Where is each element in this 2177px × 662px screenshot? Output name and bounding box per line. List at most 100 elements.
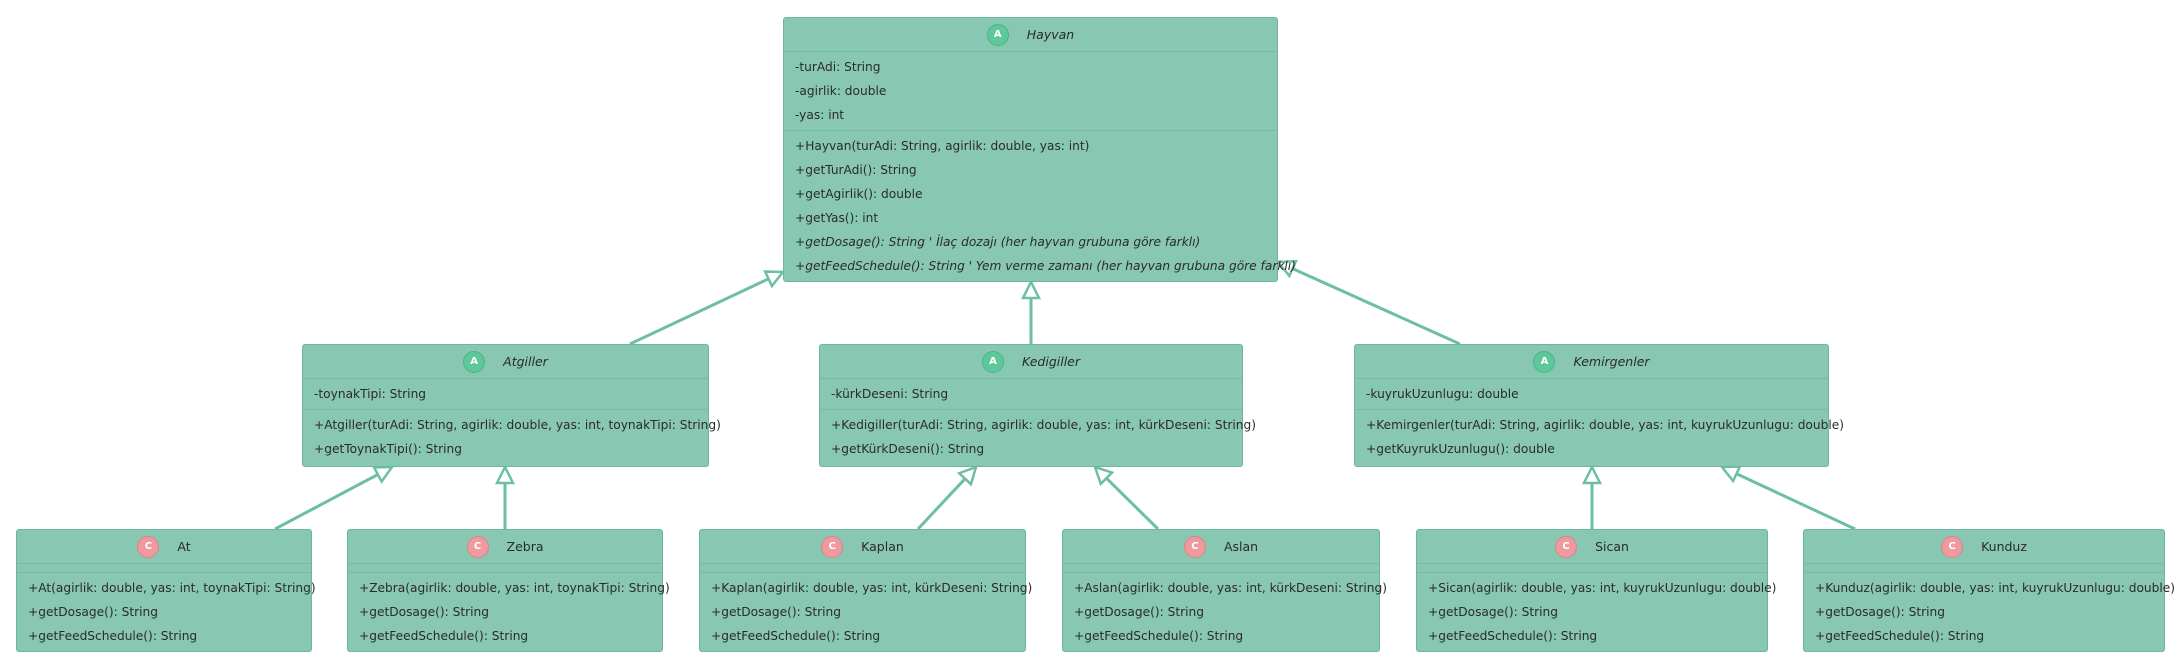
edge-line xyxy=(274,473,379,531)
field: -toynakTipi: String xyxy=(314,387,427,401)
concrete-class-icon: C xyxy=(137,535,160,558)
abstract-class-icon: A xyxy=(981,350,1004,373)
method: +getFeedSchedule(): String xyxy=(359,629,529,643)
methods-section: +Kemirgenler(turAdi: String, agirlik: do… xyxy=(1355,409,1844,464)
inheritance-arrowhead-icon xyxy=(372,465,395,484)
method: +Kemirgenler(turAdi: String, agirlik: do… xyxy=(1366,418,1844,432)
class-zebra[interactable]: C Zebra +Zebra(agirlik: double, yas: int… xyxy=(347,529,670,652)
class-name: Atgiller xyxy=(503,354,548,369)
method: +getDosage(): String xyxy=(1428,605,1558,619)
field: -kürkDeseni: String xyxy=(831,387,949,401)
inheritance-edge-kaplan-kedigiller xyxy=(916,464,978,531)
method: +getTurAdi(): String xyxy=(795,163,917,177)
class-name: Kaplan xyxy=(861,539,904,554)
field: -turAdi: String xyxy=(795,60,881,74)
class-header: A Kemirgenler xyxy=(1355,345,1828,379)
class-atgiller[interactable]: A Atgiller -toynakTipi: String +Atgiller… xyxy=(302,344,721,467)
class-name: Aslan xyxy=(1223,539,1259,554)
method: +getAgirlik(): double xyxy=(795,187,923,201)
concrete-class-icon: C xyxy=(1555,535,1578,558)
method: +getToynakTipi(): String xyxy=(314,442,462,456)
concrete-class-icon: C xyxy=(466,535,489,558)
inheritance-edge-kedigiller-hayvan xyxy=(1020,279,1042,344)
class-header: C Aslan xyxy=(1063,530,1379,564)
methods-section: +Kaplan(agirlik: double, yas: int, kürkD… xyxy=(700,572,1033,651)
method: +getDosage(): String xyxy=(359,605,489,619)
inheritance-edge-kemirgenler-hayvan xyxy=(1275,259,1461,346)
inheritance-arrowhead-icon xyxy=(956,464,978,487)
field: -agirlik: double xyxy=(795,84,887,98)
method: +getFeedSchedule(): String xyxy=(1428,629,1598,643)
method: +Kunduz(agirlik: double, yas: int, kuyru… xyxy=(1815,581,2176,595)
fields-section xyxy=(1804,564,2164,572)
methods-section: +At(agirlik: double, yas: int, toynakTip… xyxy=(17,572,316,651)
abstract-method: +getDosage(): String ' İlaç dozajı (her … xyxy=(795,235,1201,249)
edge-line xyxy=(1291,267,1461,346)
class-name: Zebra xyxy=(506,539,544,554)
inheritance-arrowhead-icon xyxy=(763,270,786,289)
class-header: C At xyxy=(17,530,311,564)
inheritance-edge-at-atgiller xyxy=(274,465,395,531)
method: +At(agirlik: double, yas: int, toynakTip… xyxy=(28,581,316,595)
concrete-class-icon: C xyxy=(1183,535,1206,558)
class-name: Sican xyxy=(1595,539,1629,554)
class-kunduz[interactable]: C Kunduz +Kunduz(agirlik: double, yas: i… xyxy=(1803,529,2176,652)
inheritance-arrowhead-icon xyxy=(1581,464,1603,485)
method: +Zebra(agirlik: double, yas: int, toynak… xyxy=(359,581,670,595)
method: +Aslan(agirlik: double, yas: int, kürkDe… xyxy=(1074,581,1388,595)
method: +getDosage(): String xyxy=(1074,605,1204,619)
methods-section: +Zebra(agirlik: double, yas: int, toynak… xyxy=(348,572,670,651)
class-header: C Zebra xyxy=(348,530,662,564)
abstract-class-icon: A xyxy=(463,350,486,373)
inheritance-edge-aslan-kedigiller xyxy=(1093,465,1160,531)
class-at[interactable]: C At +At(agirlik: double, yas: int, toyn… xyxy=(16,529,316,652)
method: +getDosage(): String xyxy=(711,605,841,619)
method: +Hayvan(turAdi: String, agirlik: double,… xyxy=(795,139,1090,153)
method: +getFeedSchedule(): String xyxy=(1815,629,1985,643)
method: +Kaplan(agirlik: double, yas: int, kürkD… xyxy=(711,581,1033,595)
edge-line xyxy=(629,277,770,346)
method: +Atgiller(turAdi: String, agirlik: doubl… xyxy=(314,418,721,432)
inheritance-arrowhead-icon xyxy=(1093,465,1115,487)
methods-section: +Sican(agirlik: double, yas: int, kuyruk… xyxy=(1417,572,1777,651)
methods-section: +Atgiller(turAdi: String, agirlik: doubl… xyxy=(303,409,721,464)
class-kemirgenler[interactable]: A Kemirgenler -kuyrukUzunlugu: double +K… xyxy=(1354,344,1844,467)
concrete-class-icon: C xyxy=(821,535,844,558)
edge-line xyxy=(1105,477,1160,531)
fields-section: -toynakTipi: String xyxy=(303,379,708,409)
class-header: C Sican xyxy=(1417,530,1767,564)
method: +getFeedSchedule(): String xyxy=(28,629,198,643)
method: +getYas(): int xyxy=(795,211,879,225)
inheritance-edge-kunduz-kemirgenler xyxy=(1719,465,1856,531)
fields-section xyxy=(1417,564,1767,572)
abstract-class-icon: A xyxy=(986,23,1009,46)
inheritance-arrowhead-icon xyxy=(1020,279,1042,300)
abstract-class-icon: A xyxy=(1533,350,1556,373)
fields-section: -kürkDeseni: String xyxy=(820,379,1242,409)
method: +getFeedSchedule(): String xyxy=(711,629,881,643)
methods-section: +Kedigiller(turAdi: String, agirlik: dou… xyxy=(820,409,1257,464)
inheritance-arrowhead-icon xyxy=(1719,465,1742,484)
class-sican[interactable]: C Sican +Sican(agirlik: double, yas: int… xyxy=(1416,529,1777,652)
class-name: Kemirgenler xyxy=(1573,354,1650,369)
class-kedigiller[interactable]: A Kedigiller -kürkDeseni: String +Kedigi… xyxy=(819,344,1257,467)
inheritance-edge-atgiller-hayvan xyxy=(629,270,786,346)
method: +Sican(agirlik: double, yas: int, kuyruk… xyxy=(1428,581,1777,595)
abstract-method: +getFeedSchedule(): String ' Yem verme z… xyxy=(795,259,1296,273)
class-kaplan[interactable]: C Kaplan +Kaplan(agirlik: double, yas: i… xyxy=(699,529,1033,652)
class-hayvan[interactable]: A Hayvan -turAdi: String -agirlik: doubl… xyxy=(783,17,1296,282)
class-aslan[interactable]: C Aslan +Aslan(agirlik: double, yas: int… xyxy=(1062,529,1388,652)
method: +getKuyrukUzunlugu(): double xyxy=(1366,442,1555,456)
method: +getDosage(): String xyxy=(28,605,158,619)
inheritance-edge-sican-kemirgenler xyxy=(1581,464,1603,529)
class-name: Kunduz xyxy=(1981,539,2027,554)
class-name: Hayvan xyxy=(1026,27,1075,42)
method: +Kedigiller(turAdi: String, agirlik: dou… xyxy=(831,418,1257,432)
fields-section: -kuyrukUzunlugu: double xyxy=(1355,379,1828,409)
field: -yas: int xyxy=(795,108,845,122)
class-header: C Kunduz xyxy=(1804,530,2164,564)
class-header: A Hayvan xyxy=(784,18,1277,52)
inheritance-arrowhead-icon xyxy=(494,464,516,485)
methods-section: +Hayvan(turAdi: String, agirlik: double,… xyxy=(784,130,1296,281)
